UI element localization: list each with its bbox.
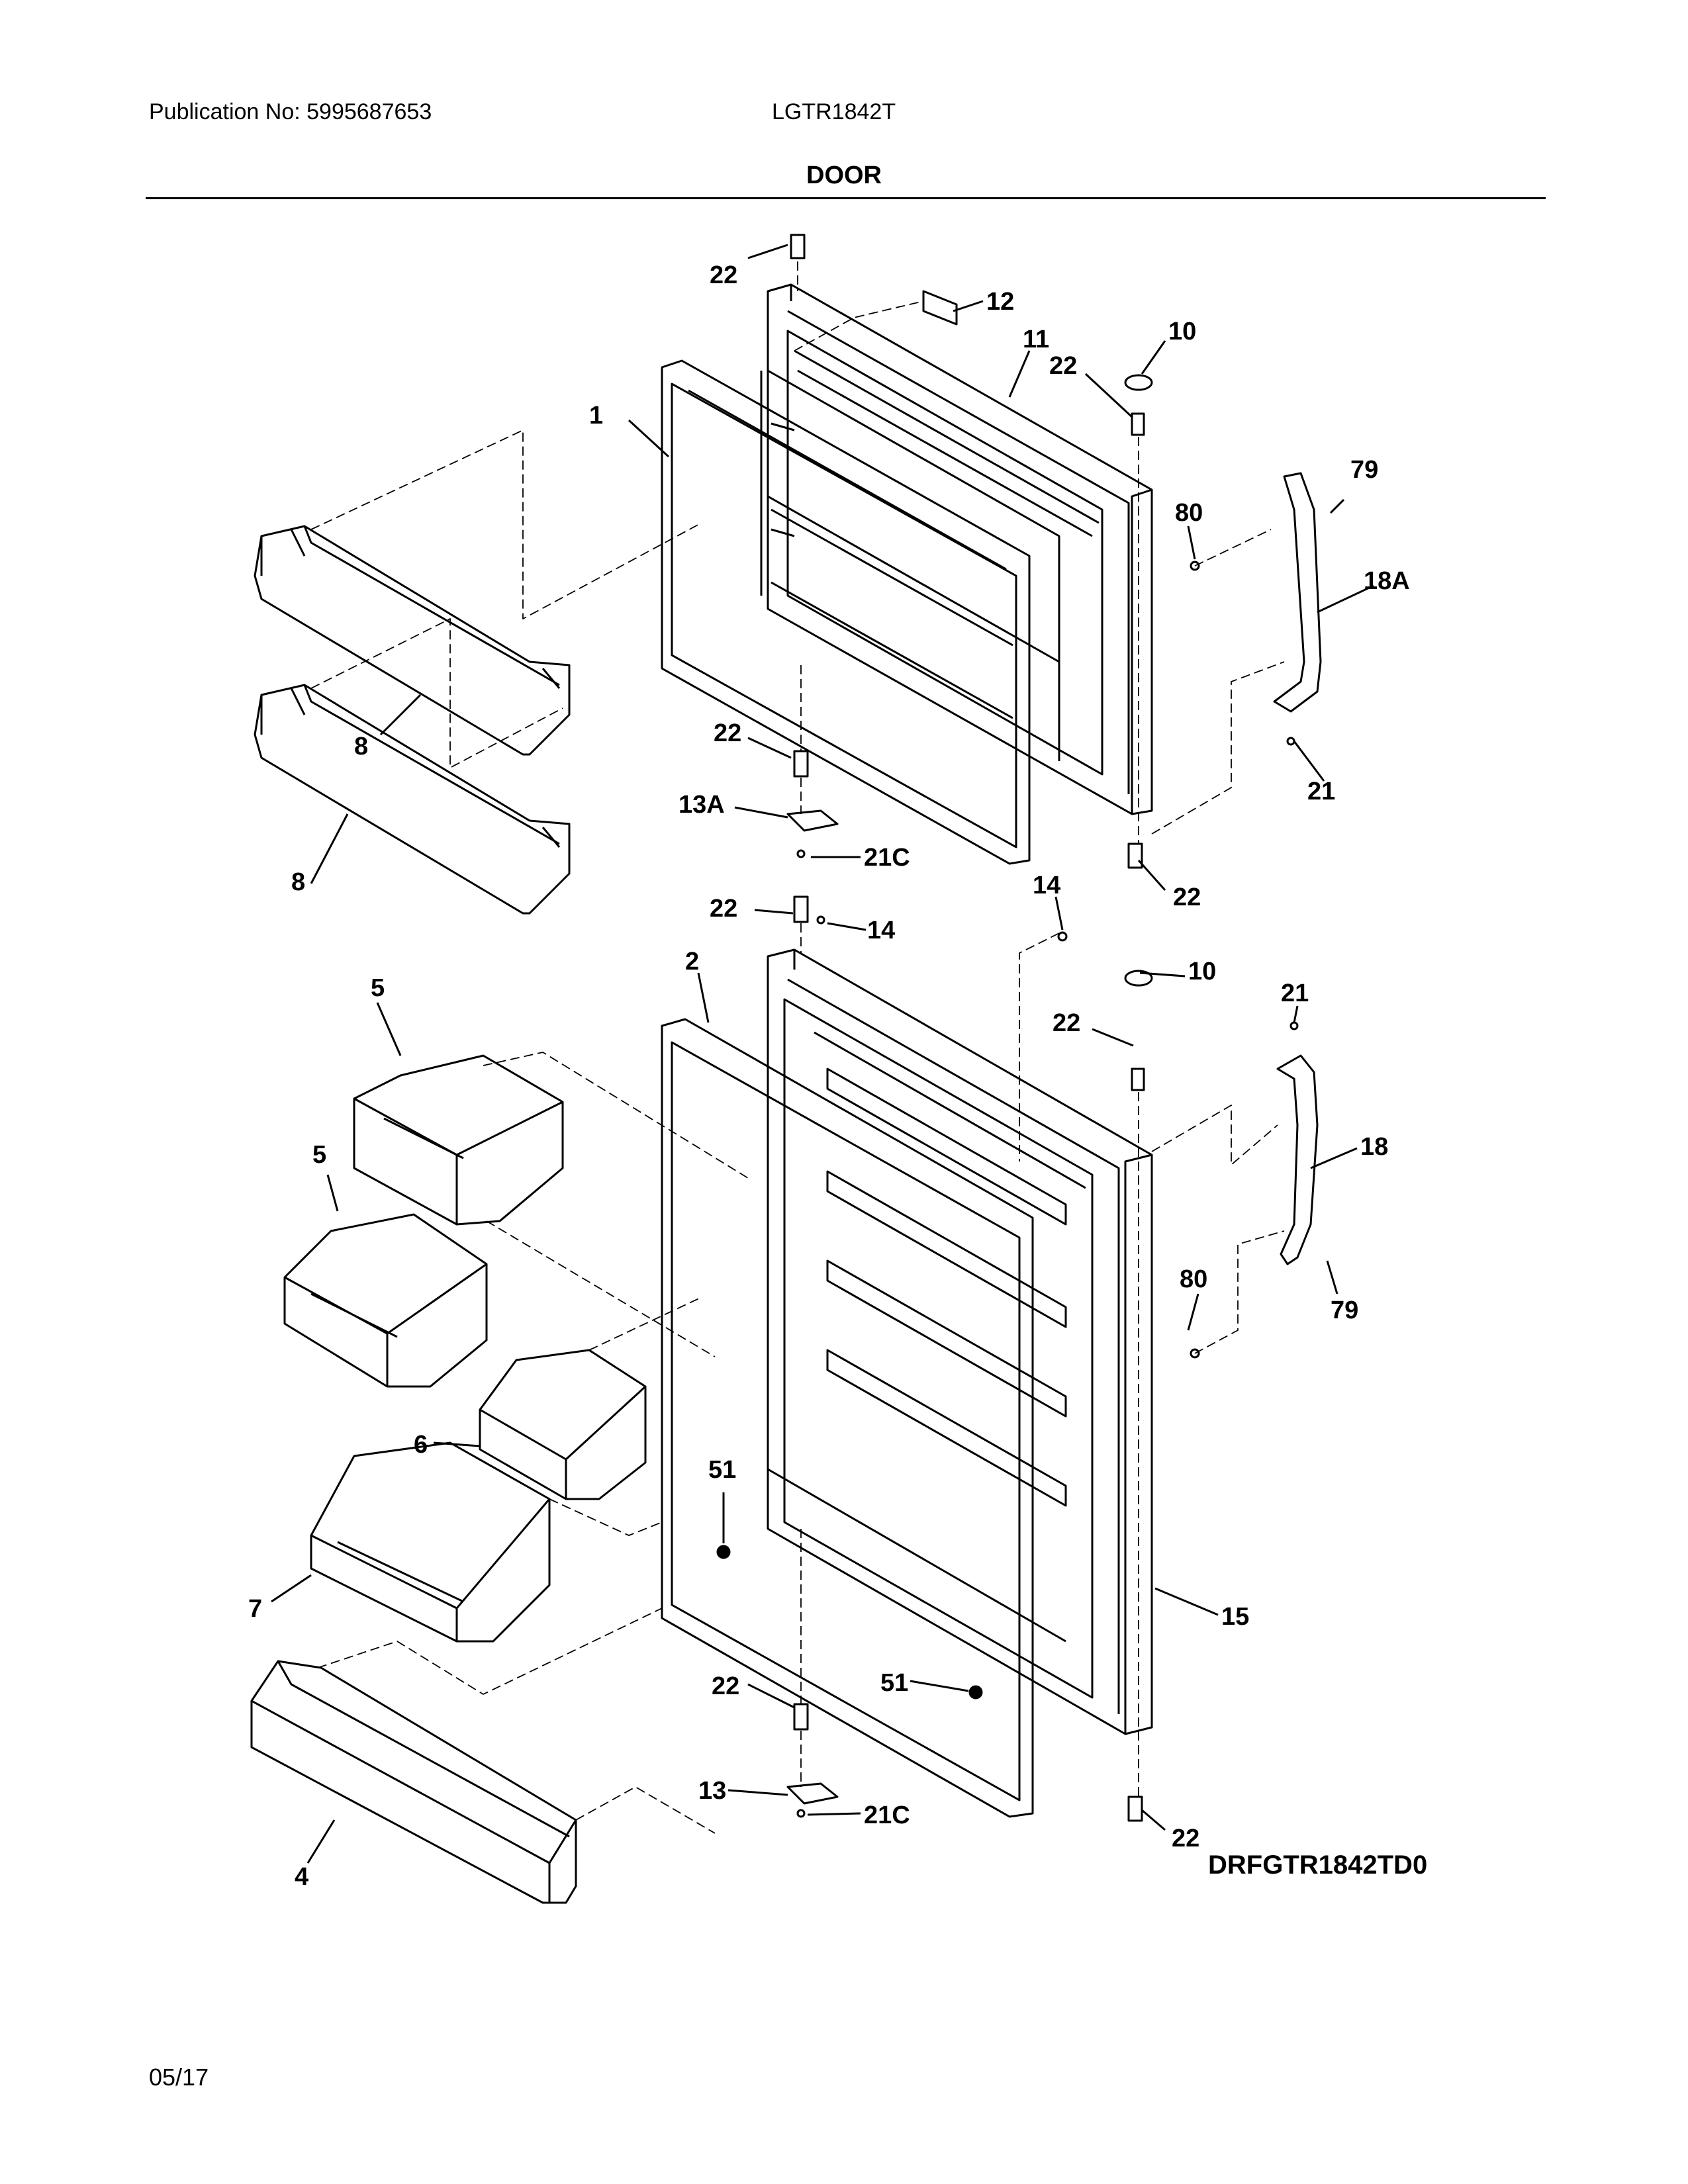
callout-18: 18 [1360,1133,1388,1161]
callout-8: 8 [354,733,368,760]
freezer-door-outer-panel [760,283,1153,815]
callout-22: 22 [1173,884,1201,911]
callout-2: 2 [685,948,699,976]
callout-79: 79 [1350,456,1378,484]
model-number: LGTR1842T [772,99,896,124]
callout-8: 8 [291,868,305,896]
handle-18a [1273,472,1322,713]
explosion-lines [310,261,1285,1834]
plugs-51 [716,1545,983,1700]
hinge-bushings [790,234,1145,1822]
upper-door-bin-top [254,525,571,756]
callout-80: 80 [1180,1265,1207,1293]
publication-date: 05/17 [149,2064,209,2091]
callout-1: 1 [589,402,603,430]
fresh-food-door-outer-panel [767,948,1153,1735]
callout-21c: 21C [864,1801,910,1829]
callout-13: 13 [698,1777,726,1805]
callout-14: 14 [867,917,895,944]
callout-11: 11 [1023,326,1049,353]
callout-6: 6 [414,1431,428,1459]
callout-21: 21 [1307,778,1335,805]
callout-22: 22 [1049,352,1077,380]
callout-5: 5 [371,974,385,1002]
freezer-door-gasket [661,359,1031,865]
callout-21: 21 [1281,979,1309,1007]
fresh-food-door-shelf-ribs [767,1068,1067,1643]
callout-22: 22 [1172,1825,1199,1852]
section-title: DOOR [806,161,882,189]
freezer-shelf-rails [771,422,1013,719]
callout-15: 15 [1221,1603,1249,1631]
callout-51: 51 [708,1456,736,1484]
plate-12 [922,290,958,326]
callout-14: 14 [1033,872,1060,899]
hinge-caps [1124,374,1153,987]
callout-10: 10 [1168,318,1196,345]
callout-79: 79 [1331,1297,1358,1324]
callout-18a: 18A [1364,567,1410,595]
callout-12: 12 [986,288,1014,316]
callout-21c: 21C [864,844,910,872]
header-rule [146,197,1546,199]
upper-door-bin-bottom [254,684,571,915]
door-bin-4 [250,1660,577,1904]
callout-labels: 22 12 11 10 22 1 79 80 18A 8 22 21 13A 2… [248,261,1410,1891]
callout-22: 22 [712,1672,739,1700]
callout-4: 4 [295,1863,308,1891]
callout-22: 22 [714,719,741,747]
hinge-plates [786,809,839,1805]
callout-13a: 13A [679,791,725,819]
callout-22: 22 [1053,1009,1080,1037]
fresh-food-door-gasket [661,1018,1034,1818]
callout-10: 10 [1188,958,1216,985]
door-bin-5-upper [353,1054,564,1226]
callout-80: 80 [1175,499,1203,527]
handle-18 [1276,1054,1319,1265]
door-bin-6 [479,1349,647,1500]
publication-number: Publication No: 5995687653 [149,99,432,124]
leader-lines [271,244,1374,1864]
door-bin-7 [310,1441,551,1643]
callout-51: 51 [880,1669,908,1697]
drawing-code: DRFGTR1842TD0 [1208,1850,1428,1880]
callout-5: 5 [312,1141,326,1169]
callout-22: 22 [710,261,737,289]
callout-7: 7 [248,1595,262,1623]
callout-22: 22 [710,895,737,923]
door-bin-5-lower [283,1213,488,1388]
